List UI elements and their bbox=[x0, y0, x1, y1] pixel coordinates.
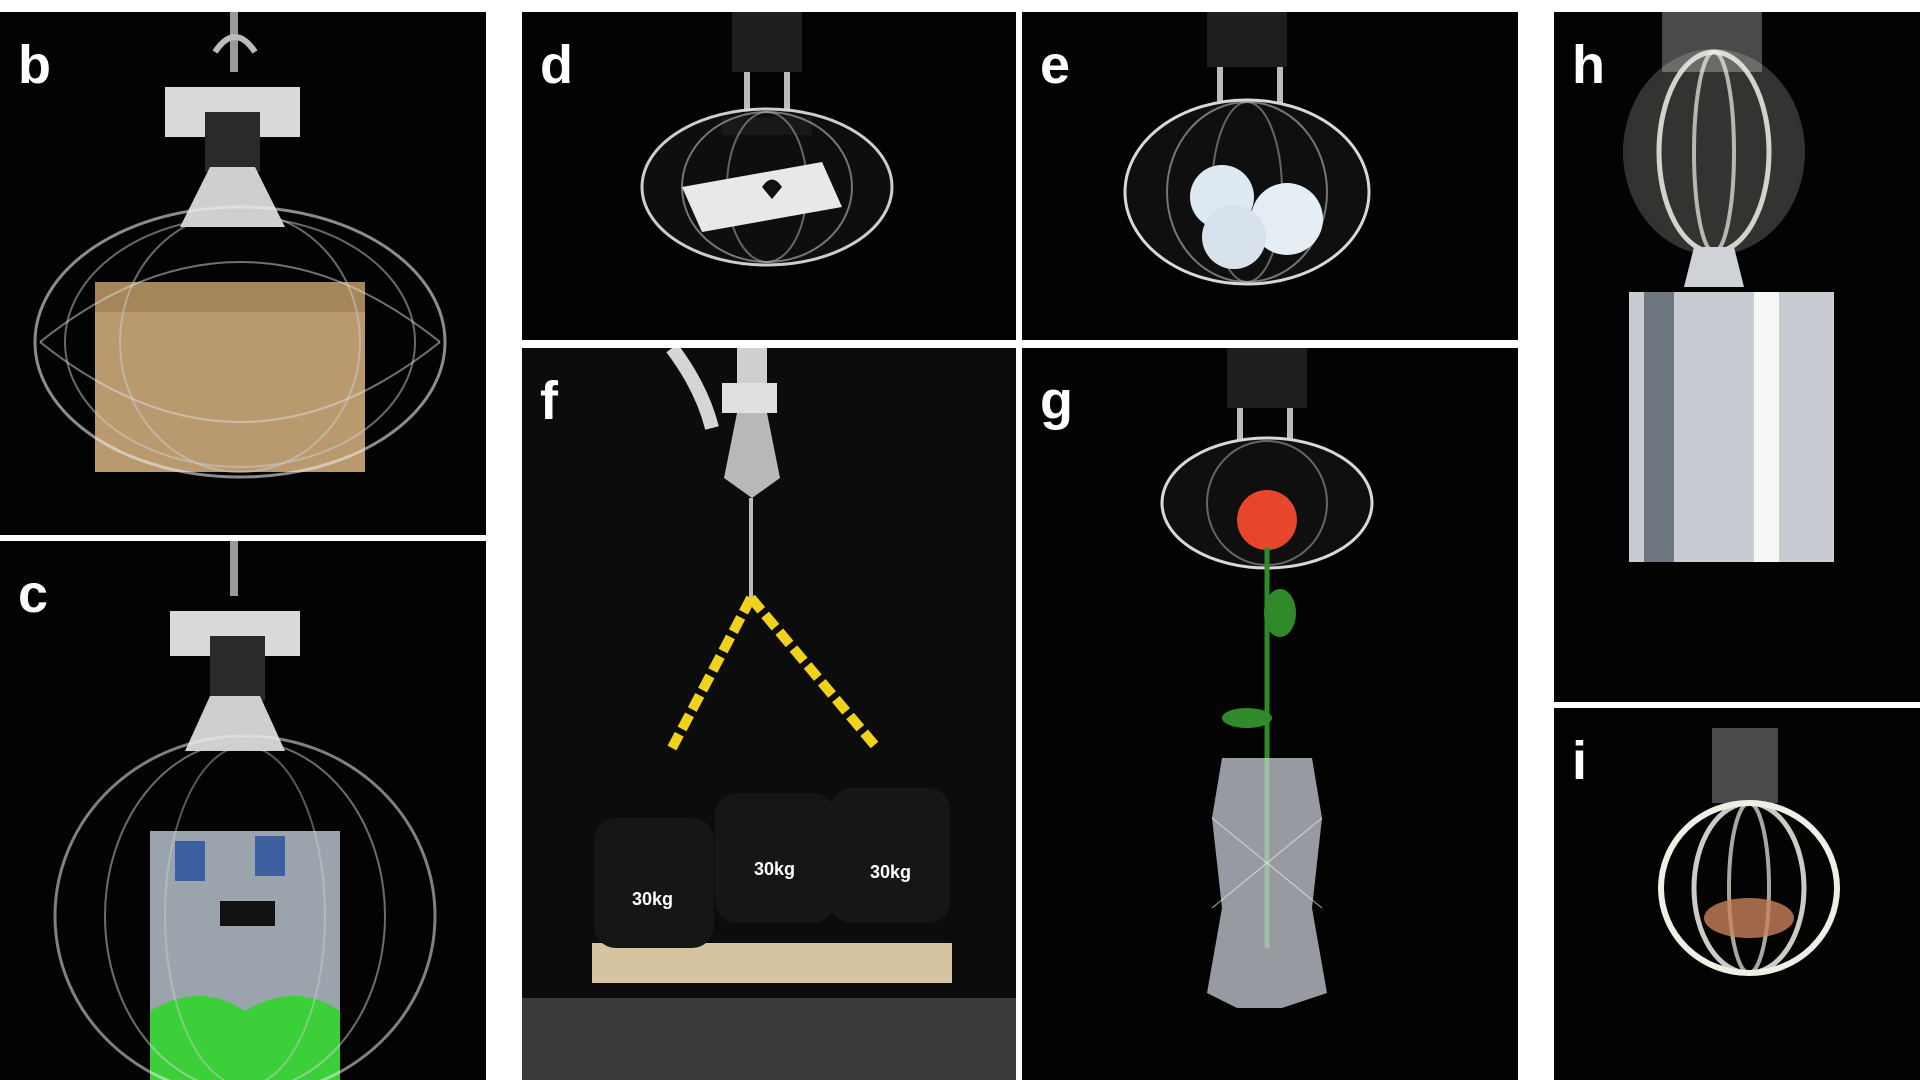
panel-i: i bbox=[1554, 708, 1920, 1080]
rose-vase-illustration bbox=[1160, 348, 1374, 1008]
panel-e: e bbox=[1022, 12, 1518, 340]
dumbbell-lift-illustration: 30kg 30kg 30kg bbox=[522, 348, 1016, 1080]
panel-label-h: h bbox=[1572, 35, 1605, 95]
panel-g: g bbox=[1022, 348, 1518, 1080]
metal-cylinder-gripper-illustration bbox=[1623, 12, 1834, 562]
dumbbell-1 bbox=[594, 818, 714, 948]
dumbbell-label-1: 30kg bbox=[632, 889, 673, 909]
small-object-gripper-illustration bbox=[1658, 728, 1840, 976]
panel-label-d: d bbox=[540, 35, 573, 95]
golf-ball-gripper-illustration bbox=[1123, 12, 1371, 286]
panel-label-b: b bbox=[18, 35, 51, 95]
panel-label-f: f bbox=[540, 371, 558, 431]
dumbbell-label-2: 30kg bbox=[754, 859, 795, 879]
panel-b: b bbox=[0, 12, 486, 535]
panel-f: f 30kg 30kg 30kg bbox=[522, 348, 1016, 1080]
panel-h: h bbox=[1554, 12, 1920, 702]
panel-label-i: i bbox=[1572, 731, 1588, 791]
dumbbell-label-3: 30kg bbox=[870, 862, 911, 882]
panel-label-c: c bbox=[18, 564, 49, 624]
box-gripper-illustration bbox=[33, 12, 447, 479]
dumbbell-3 bbox=[830, 788, 950, 923]
panel-c: c bbox=[0, 541, 486, 1080]
water-pack-gripper-illustration bbox=[53, 541, 437, 1080]
panel-label-g: g bbox=[1040, 371, 1073, 431]
card-gripper-illustration bbox=[640, 12, 894, 267]
dumbbell-2 bbox=[715, 793, 835, 923]
panel-label-e: e bbox=[1040, 35, 1071, 95]
panel-d: d bbox=[522, 12, 1016, 340]
